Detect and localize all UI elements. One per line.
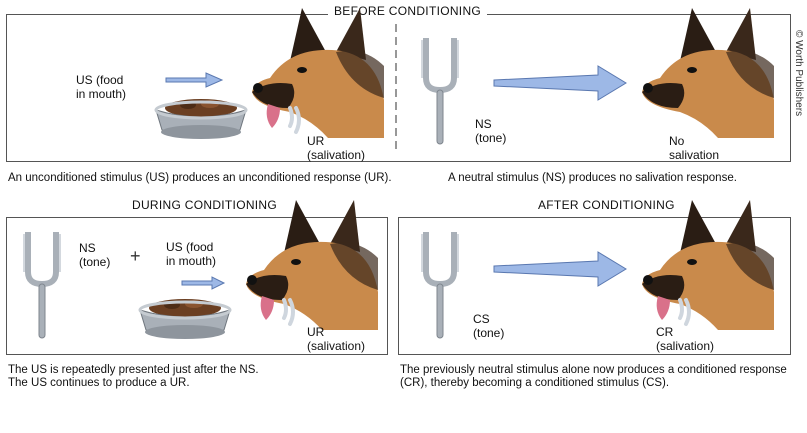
us-food-label-during: US (food in mouth) (166, 240, 217, 268)
panel-divider (395, 24, 397, 154)
dog-head-icon-after-salivating (642, 200, 774, 330)
arrow-ns-to-dog-before (493, 65, 627, 101)
arrow-us-to-dog-during (181, 276, 226, 290)
caption-during-line2: The US continues to produce a UR. (8, 377, 190, 389)
ur-salivation-label-before: UR (salivation) (307, 134, 366, 162)
caption-before-left: An unconditioned stimulus (US) produces … (8, 172, 392, 184)
ns-tone-label-during: NS (tone) (79, 241, 111, 269)
dog-head-icon-during-salivating (246, 200, 378, 330)
plus-sign: + (130, 246, 141, 266)
no-salivation-label: No salivation (669, 134, 720, 162)
arrow-us-to-dog-before (165, 72, 224, 88)
dog-head-icon-before-salivating (252, 8, 384, 138)
ur-salivation-label-during: UR (salivation) (307, 325, 366, 353)
tuning-fork-icon-during (23, 232, 61, 339)
after-conditioning-title: AFTER CONDITIONING (532, 198, 681, 212)
caption-after-line1: The previously neutral stimulus alone no… (400, 364, 787, 376)
during-conditioning-title: DURING CONDITIONING (126, 198, 284, 212)
arrow-cs-to-dog-after (493, 251, 627, 287)
dog-head-icon-before-no-response (642, 8, 774, 138)
caption-during-line1: The US is repeatedly presented just afte… (8, 364, 259, 376)
food-bowl-icon-during (138, 299, 232, 339)
food-bowl-icon-before (154, 99, 248, 139)
caption-before-right: A neutral stimulus (NS) produces no sali… (448, 172, 737, 184)
caption-after-line2: (CR), thereby becoming a conditioned sti… (400, 377, 670, 389)
publisher-credit: © Worth Publishers (793, 30, 804, 117)
us-food-label-before: US (food in mouth) (76, 73, 127, 101)
before-conditioning-title: BEFORE CONDITIONING (328, 4, 488, 18)
cs-tone-label: CS (tone) (473, 312, 505, 340)
cr-salivation-label: CR (salivation) (656, 325, 715, 353)
tuning-fork-icon-before (421, 38, 459, 145)
tuning-fork-icon-after (421, 232, 459, 339)
ns-tone-label-before: NS (tone) (475, 117, 507, 145)
